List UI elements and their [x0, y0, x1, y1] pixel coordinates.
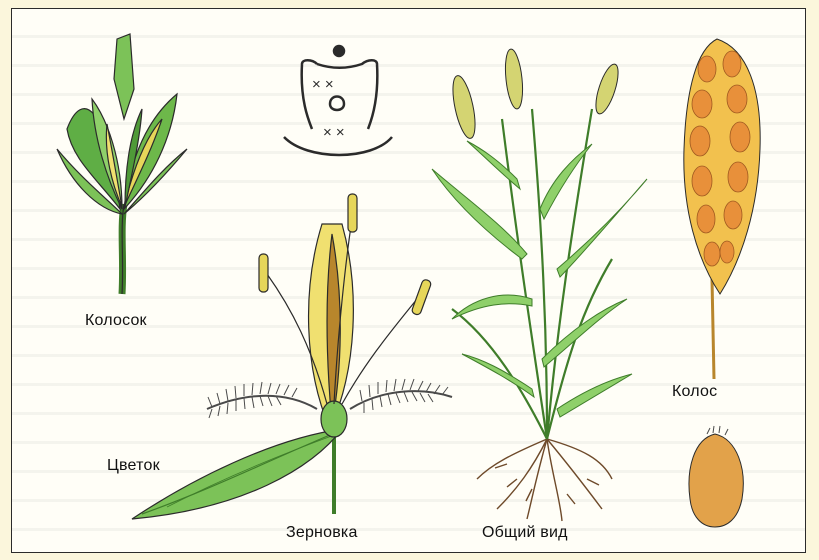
- stigma-left: [207, 382, 317, 418]
- svg-text:× ×: × ×: [323, 124, 345, 141]
- label-flower: Цветок: [107, 457, 160, 475]
- roots: [477, 439, 612, 521]
- flower-drawing: [132, 194, 452, 519]
- label-general-view: Общий вид: [482, 524, 568, 542]
- general-view-drawing: [432, 48, 647, 521]
- stigma-right: [350, 379, 452, 413]
- label-grain: Зерновка: [286, 524, 358, 542]
- label-spike: Колос: [672, 383, 717, 401]
- flower-formula-emblem: × × × ×: [284, 46, 392, 155]
- illustration-frame: × × × ×: [11, 8, 806, 553]
- spike-drawing: [684, 39, 760, 379]
- plant-leaves: [432, 141, 647, 417]
- grain-drawing: [689, 426, 743, 527]
- svg-text:× ×: × ×: [312, 76, 334, 93]
- spikelet-drawing: [57, 34, 187, 294]
- plant-spikes: [449, 48, 623, 140]
- label-spikelet: Колосок: [85, 312, 147, 330]
